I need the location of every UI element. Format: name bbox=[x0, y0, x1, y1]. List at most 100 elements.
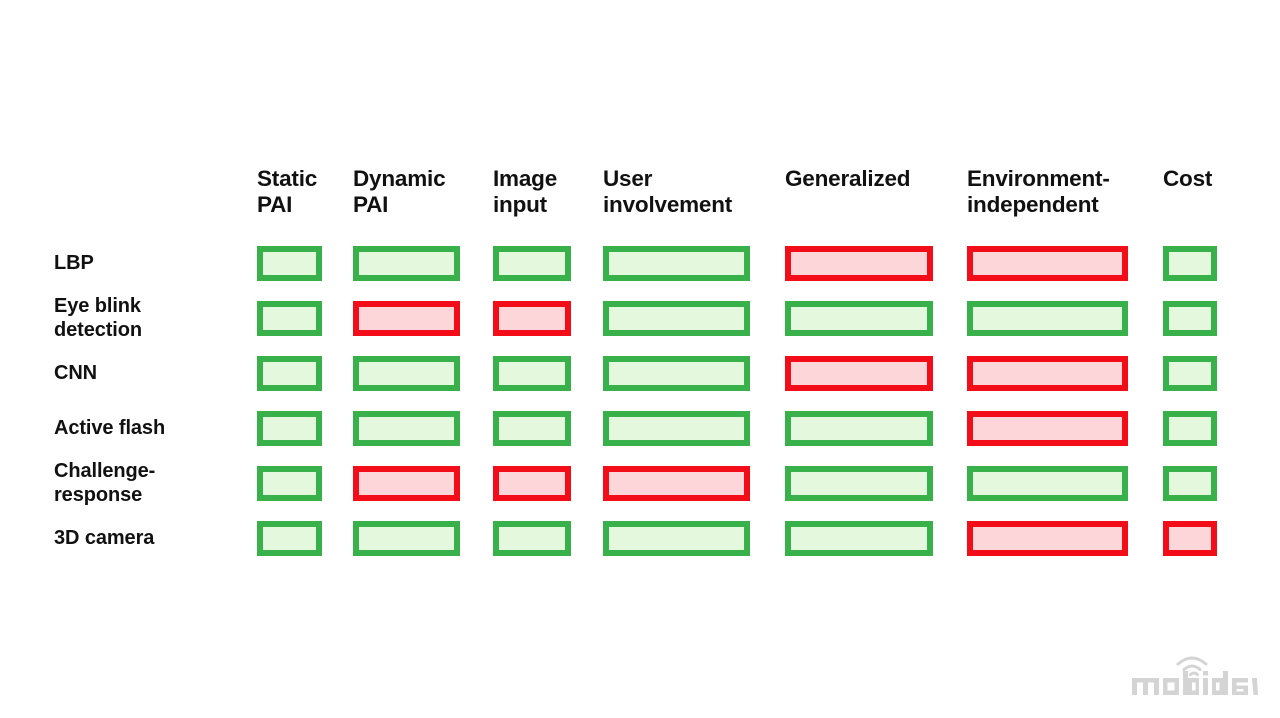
mobidev-logo bbox=[1126, 650, 1258, 702]
column-header-cost: Cost bbox=[1163, 166, 1213, 191]
cell-cnn-image-input bbox=[493, 346, 603, 401]
status-chip-negative bbox=[603, 466, 750, 501]
status-chip-positive bbox=[493, 246, 571, 281]
status-chip-positive bbox=[603, 301, 750, 336]
cell-challenge-response-image-input bbox=[493, 456, 603, 511]
cell-challenge-response-generalized bbox=[785, 456, 967, 511]
status-chip-negative bbox=[785, 246, 933, 281]
status-chip-positive bbox=[785, 466, 933, 501]
column-header-static-pai: Static PAI bbox=[257, 166, 318, 218]
status-chip-positive bbox=[1163, 356, 1217, 391]
status-chip-positive bbox=[1163, 466, 1217, 501]
row-label-eye-blink-detection: Eye blink detection bbox=[54, 294, 142, 341]
status-chip-positive bbox=[1163, 411, 1217, 446]
cell-cnn-generalized bbox=[785, 346, 967, 401]
status-chip-negative bbox=[785, 356, 933, 391]
cell-lbp-static-pai bbox=[257, 236, 353, 291]
status-chip-positive bbox=[967, 301, 1128, 336]
row-label-3d-camera: 3D camera bbox=[54, 526, 155, 549]
status-chip-negative bbox=[967, 246, 1128, 281]
status-chip-positive bbox=[353, 356, 460, 391]
status-chip-positive bbox=[257, 246, 322, 281]
cell-challenge-response-user-involvement bbox=[603, 456, 785, 511]
status-chip-positive bbox=[353, 246, 460, 281]
status-chip-negative bbox=[353, 301, 460, 336]
cell-3d-camera-user-involvement bbox=[603, 511, 785, 566]
status-chip-negative bbox=[967, 521, 1128, 556]
status-chip-positive bbox=[967, 466, 1128, 501]
cell-lbp-generalized bbox=[785, 236, 967, 291]
cell-3d-camera-static-pai bbox=[257, 511, 353, 566]
matrix-grid: Static PAI Dynamic PAI Image input User inv… bbox=[54, 158, 1224, 566]
status-chip-negative bbox=[493, 466, 571, 501]
status-chip-positive bbox=[603, 411, 750, 446]
cell-cnn-cost bbox=[1163, 346, 1224, 401]
cell-3d-camera-dynamic-pai bbox=[353, 511, 493, 566]
status-chip-positive bbox=[785, 521, 933, 556]
cell-active-flash-environment-independent bbox=[967, 401, 1163, 456]
wifi-arc-icon bbox=[1176, 656, 1208, 676]
row-label-active-flash: Active flash bbox=[54, 416, 166, 439]
cell-challenge-response-dynamic-pai bbox=[353, 456, 493, 511]
cell-active-flash-user-involvement bbox=[603, 401, 785, 456]
status-chip-positive bbox=[603, 356, 750, 391]
matrix-corner-cell bbox=[54, 158, 257, 236]
row-label-challenge-response: Challenge- response bbox=[54, 459, 156, 506]
cell-3d-camera-generalized bbox=[785, 511, 967, 566]
cell-active-flash-cost bbox=[1163, 401, 1224, 456]
status-chip-positive bbox=[493, 411, 571, 446]
cell-3d-camera-environment-independent bbox=[967, 511, 1163, 566]
status-chip-positive bbox=[257, 411, 322, 446]
status-chip-positive bbox=[493, 356, 571, 391]
column-header-environment-independent: Environment- independent bbox=[967, 166, 1110, 218]
cell-cnn-static-pai bbox=[257, 346, 353, 401]
column-header-dynamic-pai: Dynamic PAI bbox=[353, 166, 446, 218]
status-chip-negative bbox=[353, 466, 460, 501]
column-header-image-input: Image input bbox=[493, 166, 558, 218]
status-chip-positive bbox=[353, 411, 460, 446]
cell-lbp-user-involvement bbox=[603, 236, 785, 291]
column-header-user-involvement: User involvement bbox=[603, 166, 733, 218]
cell-active-flash-image-input bbox=[493, 401, 603, 456]
cell-challenge-response-cost bbox=[1163, 456, 1224, 511]
status-chip-negative bbox=[493, 301, 571, 336]
cell-lbp-cost bbox=[1163, 236, 1224, 291]
cell-cnn-dynamic-pai bbox=[353, 346, 493, 401]
cell-eye-blink-detection-generalized bbox=[785, 291, 967, 346]
cell-challenge-response-environment-independent bbox=[967, 456, 1163, 511]
status-chip-positive bbox=[1163, 301, 1217, 336]
row-label-lbp: LBP bbox=[54, 251, 94, 274]
cell-lbp-dynamic-pai bbox=[353, 236, 493, 291]
cell-eye-blink-detection-environment-independent bbox=[967, 291, 1163, 346]
cell-3d-camera-cost bbox=[1163, 511, 1224, 566]
cell-3d-camera-image-input bbox=[493, 511, 603, 566]
cell-active-flash-dynamic-pai bbox=[353, 401, 493, 456]
cell-eye-blink-detection-user-involvement bbox=[603, 291, 785, 346]
status-chip-positive bbox=[257, 356, 322, 391]
column-header-generalized: Generalized bbox=[785, 166, 911, 191]
cell-cnn-user-involvement bbox=[603, 346, 785, 401]
status-chip-positive bbox=[1163, 246, 1217, 281]
cell-cnn-environment-independent bbox=[967, 346, 1163, 401]
cell-eye-blink-detection-dynamic-pai bbox=[353, 291, 493, 346]
status-chip-positive bbox=[257, 301, 322, 336]
cell-eye-blink-detection-static-pai bbox=[257, 291, 353, 346]
status-chip-negative bbox=[1163, 521, 1217, 556]
status-chip-positive bbox=[257, 466, 322, 501]
cell-active-flash-static-pai bbox=[257, 401, 353, 456]
status-chip-positive bbox=[353, 521, 460, 556]
cell-lbp-image-input bbox=[493, 236, 603, 291]
cell-lbp-environment-independent bbox=[967, 236, 1163, 291]
status-chip-positive bbox=[493, 521, 571, 556]
cell-eye-blink-detection-image-input bbox=[493, 291, 603, 346]
row-label-cnn: CNN bbox=[54, 361, 98, 384]
status-chip-positive bbox=[785, 411, 933, 446]
status-chip-positive bbox=[603, 521, 750, 556]
status-chip-negative bbox=[967, 356, 1128, 391]
cell-eye-blink-detection-cost bbox=[1163, 291, 1224, 346]
status-chip-positive bbox=[603, 246, 750, 281]
status-chip-negative bbox=[967, 411, 1128, 446]
status-chip-positive bbox=[785, 301, 933, 336]
status-chip-positive bbox=[257, 521, 322, 556]
